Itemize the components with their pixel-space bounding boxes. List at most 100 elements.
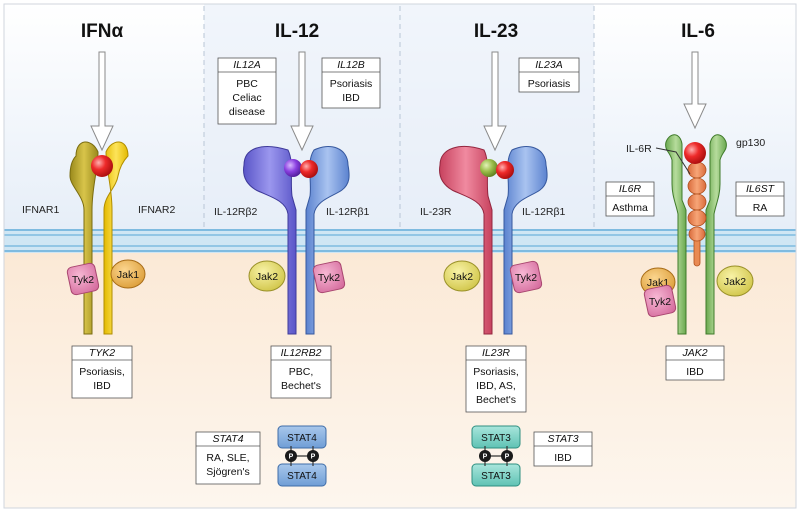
phosphate-icon bbox=[501, 450, 513, 462]
panel-dividers bbox=[203, 6, 595, 228]
svg-text:Tyk2: Tyk2 bbox=[515, 272, 537, 284]
svg-text:IBD: IBD bbox=[342, 92, 360, 104]
stat3-dimer: P P STAT3 STAT3 bbox=[471, 425, 521, 487]
svg-text:PBC: PBC bbox=[236, 78, 258, 90]
label-il6r: IL-6R bbox=[626, 143, 652, 155]
ifna-ligand-icon bbox=[91, 155, 113, 177]
gene-box-il12rb2: IL12RB2 PBC, Bechet's bbox=[270, 345, 332, 399]
svg-text:PBC,: PBC, bbox=[289, 366, 314, 378]
svg-text:TYK2: TYK2 bbox=[89, 347, 115, 359]
il6-ligand-icon bbox=[684, 142, 706, 164]
svg-text:STAT3: STAT3 bbox=[547, 433, 578, 445]
svg-text:P: P bbox=[483, 454, 488, 461]
stat4-dimer: P P STAT4 STAT4 bbox=[277, 425, 327, 487]
svg-text:Sjögren's: Sjögren's bbox=[206, 466, 249, 478]
gene-box-il23a: IL23A Psoriasis bbox=[518, 57, 580, 93]
gene-box-il12b: IL12B Psoriasis IBD bbox=[321, 57, 381, 109]
svg-text:STAT4: STAT4 bbox=[212, 433, 243, 445]
il12-p35-ligand-icon bbox=[284, 159, 302, 177]
phosphate-icon bbox=[307, 450, 319, 462]
arrows bbox=[90, 51, 707, 152]
svg-text:Jak2: Jak2 bbox=[724, 276, 746, 288]
svg-text:Asthma: Asthma bbox=[612, 202, 648, 214]
svg-text:Jak2: Jak2 bbox=[451, 271, 473, 283]
il23-p40-ligand-icon bbox=[496, 161, 514, 179]
svg-text:Psoriasis,: Psoriasis, bbox=[79, 366, 125, 378]
svg-text:JAK2: JAK2 bbox=[681, 347, 707, 359]
panel-title-il6: IL-6 bbox=[681, 21, 715, 42]
svg-text:Jak2: Jak2 bbox=[256, 271, 278, 283]
cell-membrane bbox=[4, 229, 796, 253]
panel-title-il12: IL-12 bbox=[275, 21, 319, 42]
svg-text:Jak1: Jak1 bbox=[117, 269, 139, 281]
arrow-ifna-icon bbox=[90, 51, 114, 152]
il6-tyk2-kinase: Tyk2 bbox=[643, 284, 677, 318]
svg-text:RA, SLE,: RA, SLE, bbox=[206, 452, 249, 464]
label-il12rb1-b: IL-12Rβ1 bbox=[522, 206, 566, 218]
label-ifnar2: IFNAR2 bbox=[138, 204, 176, 216]
svg-text:Psoriasis: Psoriasis bbox=[330, 78, 373, 90]
svg-text:P: P bbox=[311, 454, 316, 461]
svg-text:STAT3: STAT3 bbox=[481, 433, 511, 444]
svg-text:IL12B: IL12B bbox=[337, 59, 364, 71]
svg-text:IBD, AS,: IBD, AS, bbox=[476, 380, 516, 392]
gp130-right-receptor bbox=[705, 134, 727, 335]
gene-box-jak2: JAK2 IBD bbox=[665, 345, 725, 381]
il12-tyk2-kinase: Tyk2 bbox=[312, 260, 346, 294]
il23-jak2-kinase: Jak2 bbox=[443, 260, 481, 292]
svg-text:Bechet's: Bechet's bbox=[281, 380, 321, 392]
il12rb1-receptor bbox=[305, 146, 350, 335]
ifnar2-receptor bbox=[103, 141, 129, 335]
gene-box-il6st: IL6ST RA bbox=[735, 181, 785, 217]
ifn-jak1-kinase: Jak1 bbox=[110, 259, 146, 289]
svg-text:P: P bbox=[289, 454, 294, 461]
gp130-left-receptor bbox=[665, 134, 687, 335]
gene-box-il6r: IL6R Asthma bbox=[605, 181, 655, 217]
svg-text:Tyk2: Tyk2 bbox=[318, 272, 340, 284]
svg-text:Tyk2: Tyk2 bbox=[72, 274, 94, 286]
svg-text:IL6ST: IL6ST bbox=[746, 183, 776, 195]
arrow-il23-icon bbox=[483, 51, 507, 152]
label-il12rb2: IL-12Rβ2 bbox=[214, 206, 258, 218]
gene-box-stat3: STAT3 IBD bbox=[533, 431, 593, 467]
il23-p19-ligand-icon bbox=[480, 159, 498, 177]
svg-text:P: P bbox=[505, 454, 510, 461]
label-il23r: IL-23R bbox=[420, 206, 452, 218]
svg-text:RA: RA bbox=[753, 202, 768, 214]
svg-text:IBD: IBD bbox=[93, 380, 111, 392]
svg-text:STAT4: STAT4 bbox=[287, 433, 317, 444]
il12rb2-receptor bbox=[243, 146, 297, 335]
svg-text:Celiac: Celiac bbox=[232, 92, 261, 104]
svg-text:IL12A: IL12A bbox=[233, 59, 260, 71]
il12-p40-ligand-icon bbox=[300, 160, 318, 178]
svg-text:Psoriasis: Psoriasis bbox=[528, 78, 571, 90]
il12-jak2-kinase: Jak2 bbox=[248, 260, 286, 292]
il23-il12rb1-receptor bbox=[503, 146, 548, 335]
svg-text:STAT3: STAT3 bbox=[481, 471, 511, 482]
svg-text:Tyk2: Tyk2 bbox=[649, 296, 671, 308]
svg-text:Psoriasis,: Psoriasis, bbox=[473, 366, 519, 378]
svg-text:IL23A: IL23A bbox=[535, 59, 562, 71]
svg-text:IBD: IBD bbox=[686, 366, 704, 378]
svg-text:disease: disease bbox=[229, 106, 265, 118]
outer-border bbox=[3, 3, 797, 509]
arrow-il12-icon bbox=[290, 51, 314, 152]
svg-text:IL6R: IL6R bbox=[619, 183, 642, 195]
il23r-receptor bbox=[439, 146, 493, 335]
ifn-tyk2-kinase: Tyk2 bbox=[66, 262, 100, 296]
svg-text:IL12RB2: IL12RB2 bbox=[281, 347, 322, 359]
svg-text:Bechet's: Bechet's bbox=[476, 394, 516, 406]
phosphate-icon bbox=[479, 450, 491, 462]
svg-text:IBD: IBD bbox=[554, 452, 572, 464]
svg-text:STAT4: STAT4 bbox=[287, 471, 317, 482]
il6r-pointer-line bbox=[655, 147, 691, 175]
phosphate-icon bbox=[285, 450, 297, 462]
label-ifnar1: IFNAR1 bbox=[22, 204, 60, 216]
gene-box-tyk2: TYK2 Psoriasis, IBD bbox=[71, 345, 133, 399]
il6r-receptor bbox=[687, 161, 707, 267]
label-gp130: gp130 bbox=[736, 137, 765, 149]
il23-tyk2-kinase: Tyk2 bbox=[509, 260, 543, 294]
label-il12rb1: IL-12Rβ1 bbox=[326, 206, 370, 218]
